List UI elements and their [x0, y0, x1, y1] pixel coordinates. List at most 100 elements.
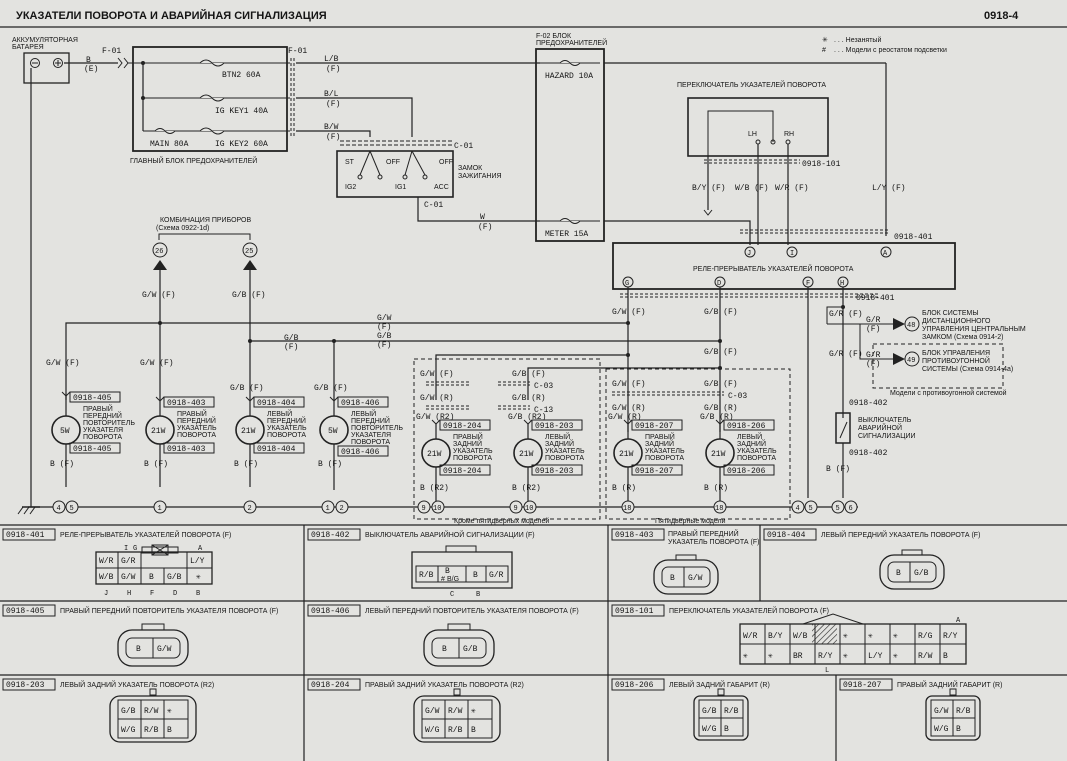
ground-pin — [417, 500, 431, 514]
ignition-switch: C-01 ST OFF OFF IG2 IG1 ACC ЗАМОК ЗАЖИГА… — [336, 140, 502, 210]
ground-pin-label: 2 — [340, 505, 344, 513]
conn-101-cell: 0918-101 ПЕРЕКЛЮЧАТЕЛЬ УКАЗАТЕЛЕЙ ПОВОРО… — [611, 604, 967, 675]
group-no5door-label: Кроме пятидверных моделей — [454, 517, 549, 525]
lamp-wire-top: G/W (R) — [608, 413, 642, 422]
c101-cell-bottom: R/Y — [818, 652, 833, 661]
conn-405-title: ПРАВЫЙ ПЕРЕДНИЙ ПОВТОРИТЕЛЬ УКАЗАТЕЛЯ ПО… — [60, 606, 278, 615]
lamp-watt: 21W — [241, 427, 256, 436]
lamp-wire-bottom: B (R) — [612, 484, 636, 493]
lamp-text: ЛЕВЫЙ — [545, 432, 570, 441]
turn-lamp-2: 0918-40321W0918-403ПРАВЫЙПЕРЕДНИЙУКАЗАТЕ… — [140, 359, 217, 487]
lamp-text: ПЕРЕДНИЙ — [83, 411, 122, 420]
turn-signal-switch: ПЕРЕКЛЮЧАТЕЛЬ УКАЗАТЕЛЕЙ ПОВОРОТА LH RH … — [677, 80, 841, 169]
lamp-text: ЗАДНИЙ — [645, 439, 674, 448]
rw2-gw-r: G/W (R) — [612, 404, 646, 413]
turn-lamp-6: 0918-20321W0918-203ЛЕВЫЙЗАДНИЙУКАЗАТЕЛЬП… — [508, 413, 585, 509]
lamp-conn-top: 0918-206 — [727, 422, 766, 431]
conn-203-id: 0918-203 — [6, 681, 45, 690]
comb-pin-25: 25 — [245, 248, 253, 256]
conn-401-id: 0918-401 — [6, 531, 45, 540]
wire-wb: W/B (F) — [735, 184, 769, 193]
ground-pin-label: 10 — [525, 505, 533, 513]
lamp-text: ПОВТОРИТЕЛЬ — [83, 420, 135, 427]
lamp-text: ЛЕВЫЙ — [737, 432, 762, 441]
rw-gb-r: G/B (R) — [512, 394, 546, 403]
lamp-text: ПОВОРОТА — [453, 455, 492, 462]
c101-cell-bottom: B — [943, 652, 948, 661]
c406-gb: G/B — [463, 645, 478, 654]
bus-gb-label: G/B — [377, 332, 392, 341]
conn-cell: ✳ — [167, 707, 172, 716]
remote-2-text-1: БЛОК УПРАВЛЕНИЯ — [922, 350, 990, 357]
rw-gw-f: G/W (F) — [420, 370, 454, 379]
c401-gb: G/B — [167, 573, 182, 582]
c401-gw: G/W — [121, 573, 136, 582]
conn-cell: R/B — [448, 726, 463, 735]
lamp-wire-top: G/B (R) — [700, 413, 734, 422]
remote-2-text-3: СИСТЕМЫ (Схема 0914-4a) — [922, 366, 1013, 373]
remote-2-text-2: ПРОТИВОУГОННОЙ — [922, 356, 990, 365]
turn-lamp-3: 0918-40421W0918-404ЛЕВЫЙПЕРЕДНИЙУКАЗАТЕЛ… — [230, 384, 307, 487]
lamp-text: ПЕРЕДНИЙ — [267, 416, 306, 425]
ign-off2: OFF — [439, 159, 453, 166]
conn-cell: R/W — [448, 707, 463, 716]
lamp-text: ПОВОРОТА — [737, 455, 776, 462]
c402-bg: B/G — [447, 576, 459, 583]
lamp-watt: 21W — [151, 427, 166, 436]
c401-star: ✳ — [196, 573, 201, 582]
wire-comb-gb: G/B (F) — [232, 291, 266, 300]
remote-pin-48: 48 — [907, 322, 915, 330]
conn-207-title: ПРАВЫЙ ЗАДНИЙ ГАБАРИТ (R) — [897, 680, 1002, 689]
flasher-pin-i: I — [790, 250, 794, 258]
lamp-wire-top: G/B (F) — [230, 384, 264, 393]
ground-pin — [509, 500, 523, 514]
turn-lamp-1: 0918-4055W0918-405ПРАВЫЙПЕРЕДНИЙПОВТОРИТ… — [46, 359, 135, 487]
ground-pin — [831, 500, 845, 514]
rw2-gb-f: G/B (F) — [704, 380, 738, 389]
lamp-text: УКАЗАТЕЛЯ — [83, 427, 123, 434]
lamp-text: ПОВОРОТА — [351, 439, 390, 446]
wire-wr: W/R (F) — [775, 184, 809, 193]
battery-wire-sub: (E) — [84, 65, 98, 74]
remote-wire-1-sub: (F) — [866, 325, 880, 334]
combination-label-1: КОМБИНАЦИЯ ПРИБОРОВ — [160, 217, 251, 224]
conn-101-id: 0918-101 — [615, 607, 654, 616]
legend: ✳ . . . Незанятый # . . . Модели с реост… — [822, 36, 947, 54]
bus-gw-label: G/W — [377, 314, 392, 323]
c402-pin-c: C — [450, 591, 454, 599]
wire-comb-gw: G/W (F) — [142, 291, 176, 300]
conn-203-cell: 0918-203 ЛЕВЫЙ ЗАДНИЙ УКАЗАТЕЛЬ ПОВОРОТА… — [2, 678, 214, 743]
lamp-wire-top: G/B (F) — [314, 384, 348, 393]
bus-gb2-label: G/B — [284, 334, 299, 343]
remote-1-text-3: УПРАВЛЕНИЯ ЦЕНТРАЛЬНЫМ — [922, 326, 1026, 333]
flasher-relay: 0918-401 J I A РЕЛЕ-ПРЕРЫВАТЕЛЬ УКАЗАТЕЛ… — [612, 229, 956, 303]
flasher-pin-g: G — [625, 280, 629, 288]
remote-units: 48 49 G/R (F) G/R (F) БЛОК СИСТЕМЫ ДИСТА… — [827, 310, 1026, 397]
c101-pin-a: A — [956, 617, 961, 625]
legend-hash-symbol: # — [822, 47, 826, 54]
c101-cell-top: R/G — [918, 632, 933, 641]
lamp-text: ПРАВЫЙ — [645, 432, 675, 441]
comb-pin-26: 26 — [155, 248, 163, 256]
wire-flasher-gb2: G/B (F) — [704, 348, 738, 357]
c401-ly: L/Y — [190, 557, 205, 566]
flasher-label: РЕЛЕ-ПРЕРЫВАТЕЛЬ УКАЗАТЕЛЕЙ ПОВОРОТА — [693, 264, 854, 273]
c101-cell-top: W/B — [793, 632, 808, 641]
conn-cell: W/G — [702, 725, 717, 734]
conn-406-cell: 0918-406 ЛЕВЫЙ ПЕРЕДНИЙ ПОВТОРИТЕЛЬ УКАЗ… — [307, 604, 579, 667]
lamp-conn-top: 0918-203 — [535, 422, 574, 431]
connector-table — [0, 524, 1067, 761]
lamp-wire-bottom: B (R) — [704, 484, 728, 493]
lamp-wire-top: G/W (F) — [46, 359, 80, 368]
lamp-text: УКАЗАТЕЛЬ — [737, 448, 777, 455]
c101-cell-bottom: ✳ — [893, 652, 898, 661]
conn-403-title-2: УКАЗАТЕЛЬ ПОВОРОТА (F) — [668, 539, 759, 546]
c402-b: B — [445, 567, 450, 576]
ground-pin-label: 1 — [158, 505, 162, 513]
c401-pin-g: G — [133, 545, 137, 553]
lamp-conn-bottom: 0918-403 — [167, 445, 206, 454]
turn-rh: RH — [784, 131, 794, 138]
lamp-text: ПЕРЕДНИЙ — [351, 416, 390, 425]
ground-pin-label: 1 — [326, 505, 330, 513]
